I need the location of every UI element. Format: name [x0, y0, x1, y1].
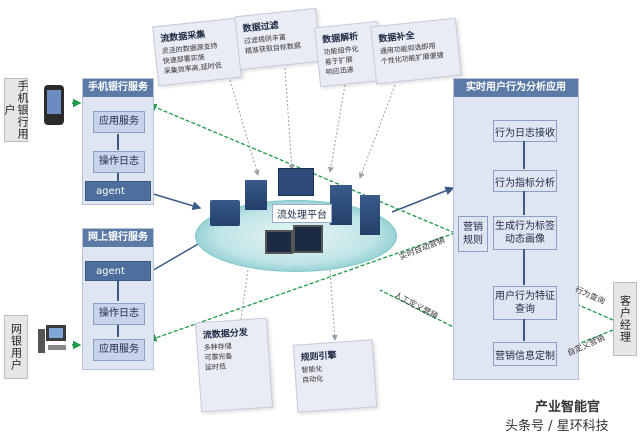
mobile-app-service: 应用服务 [93, 111, 145, 133]
analysis-flow-connector [523, 249, 525, 285]
analysis-title: 实时用户行为分析应用 [454, 79, 578, 97]
mobile-panel-title: 手机银行服务 [83, 79, 153, 97]
web-app-service: 应用服务 [93, 339, 145, 361]
monitor-icon [265, 230, 293, 254]
web-user-box: 网银用户 [4, 315, 28, 379]
mobile-agent-to-platform [149, 192, 202, 211]
card-stream-collect: 流数据采集 灵活的数据源支持 快速部署实施 采集效率高,延时低 [152, 17, 242, 87]
mobile-user-box: 手机银行用户 [3, 78, 29, 142]
analysis-step: 用户行为特征 查询 [493, 286, 557, 320]
web-agent: agent [85, 261, 151, 281]
mobile-flow-arrow-2 [117, 173, 119, 181]
platform-label: 流处理平台 [272, 204, 332, 223]
mobile-user-label: 手机银行用户 [3, 80, 29, 140]
web-banking-panel: 网上银行服务 agent 操作日志 应用服务 [82, 228, 154, 370]
web-flow-arrow-1 [117, 281, 119, 301]
monitor-icon [293, 225, 323, 253]
web-op-log: 操作日志 [93, 303, 145, 325]
computer-icon [38, 325, 68, 359]
phone-icon [44, 85, 64, 125]
watermark-line1: 产业智能官 [535, 400, 601, 415]
server-icon [210, 200, 240, 226]
card-data-complete: 数据补全 通用功能抑选即用 个性化功能扩展便捷 [370, 17, 462, 85]
analysis-step: 行为指标分析 [493, 170, 557, 192]
watermark: 产业智能官 头条号 / 星环科技 [505, 396, 609, 434]
card-stream-storage: 流数据分发 多种存储 可靠完备 延时低 [194, 317, 274, 413]
analysis-step: 生成行为标签 动态画像 [493, 216, 557, 250]
card-rule-engine: 规则引擎 智能化 自动化 [292, 339, 378, 413]
web-agent-to-platform [149, 239, 207, 273]
server-icon [360, 195, 380, 235]
web-panel-title: 网上银行服务 [83, 229, 153, 247]
mobile-op-log: 操作日志 [93, 151, 145, 173]
analysis-flow-connector [523, 319, 525, 341]
web-flow-arrow-2 [117, 325, 119, 337]
platform-to-analysis [391, 186, 455, 213]
analysis-flow-connector [523, 191, 525, 215]
analysis-step: 行为日志接收 [493, 120, 557, 142]
watermark-line2: 头条号 / 星环科技 [505, 419, 609, 434]
manager-label: 客户经理 [618, 295, 632, 343]
mobile-flow-arrow-1 [117, 134, 119, 150]
web-user-label: 网银用户 [9, 323, 23, 371]
analysis-step: 营销信息定制 [493, 342, 557, 366]
building-icon [278, 168, 314, 196]
card-data-filter: 数据过滤 过滤规则丰富 精准获取目标数据 [234, 7, 322, 71]
marketing-rule-box: 营销 规则 [458, 216, 488, 252]
manager-box: 客户经理 [613, 282, 637, 356]
server-icon [245, 180, 267, 210]
mobile-agent: agent [85, 181, 151, 201]
mobile-banking-panel: 手机银行服务 应用服务 操作日志 agent [82, 78, 154, 205]
server-icon [330, 185, 352, 225]
analysis-flow-connector [523, 141, 525, 169]
